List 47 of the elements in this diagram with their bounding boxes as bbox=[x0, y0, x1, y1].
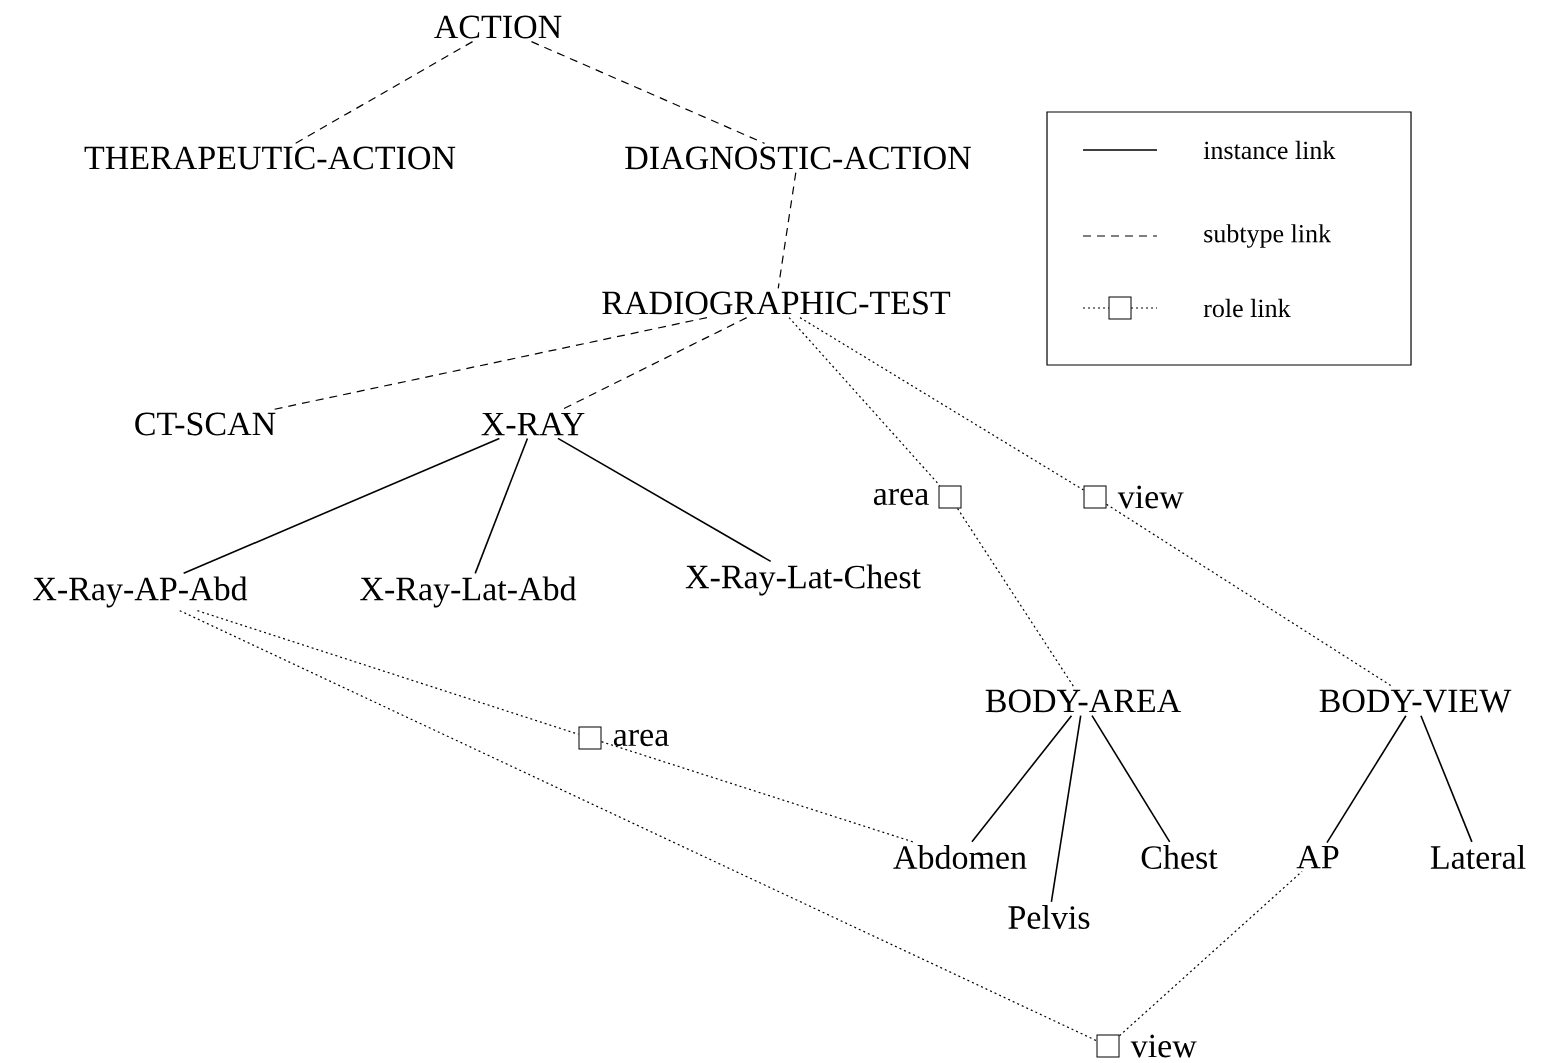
concept-label: Lateral bbox=[1430, 845, 1526, 869]
link-line bbox=[956, 507, 1075, 687]
link-line bbox=[1420, 714, 1473, 843]
role-box bbox=[1083, 485, 1107, 509]
link-line bbox=[530, 41, 766, 144]
concept-label: DIAGNOSTIC-ACTION bbox=[625, 146, 971, 170]
concept-label: Abdomen bbox=[893, 845, 1027, 869]
role-label: area bbox=[873, 488, 929, 506]
concept-label: X-Ray-Lat-Abd bbox=[360, 576, 577, 608]
concept-label: AP bbox=[1296, 845, 1339, 869]
concept-label: BODY-VIEW bbox=[1319, 689, 1512, 713]
legend-label: role link bbox=[1203, 298, 1291, 318]
link-line bbox=[971, 714, 1073, 843]
link-line bbox=[799, 317, 1085, 491]
concept-label: X-RAY bbox=[481, 412, 585, 436]
link-line bbox=[1105, 503, 1393, 687]
concept-label: X-Ray-Lat-Chest bbox=[685, 564, 921, 596]
role-label: view bbox=[1117, 485, 1184, 509]
role-box bbox=[938, 485, 962, 509]
concept-label: RADIOGRAPHIC-TEST bbox=[602, 291, 951, 315]
link-line bbox=[1118, 870, 1303, 1037]
link-line bbox=[179, 610, 1098, 1042]
link-line bbox=[273, 317, 708, 410]
link-line bbox=[182, 437, 501, 575]
concept-label: THERAPEUTIC-ACTION bbox=[84, 146, 456, 170]
concept-label: BODY-AREA bbox=[985, 689, 1181, 713]
link-line bbox=[777, 172, 797, 289]
concept-label: ACTION bbox=[434, 15, 562, 39]
concept-label: Chest bbox=[1141, 845, 1218, 869]
role-label: view bbox=[1130, 1034, 1197, 1058]
concept-label: Pelvis bbox=[1008, 905, 1090, 929]
link-line bbox=[474, 437, 529, 575]
legend-label: subtype link bbox=[1204, 224, 1332, 248]
concept-label: X-Ray-AP-Abd bbox=[33, 576, 248, 608]
link-line bbox=[557, 437, 772, 563]
role-box bbox=[578, 726, 602, 750]
link-line bbox=[788, 317, 941, 487]
link-line bbox=[1326, 714, 1407, 844]
legend-label: instance link bbox=[1203, 140, 1336, 160]
concept-label: CT-SCAN bbox=[135, 412, 276, 436]
link-line bbox=[600, 741, 914, 843]
link-line bbox=[1091, 714, 1171, 843]
role-box bbox=[1096, 1034, 1120, 1058]
link-line bbox=[1050, 714, 1082, 903]
link-line bbox=[196, 610, 580, 735]
role-label: area bbox=[613, 729, 669, 747]
link-line bbox=[294, 41, 474, 144]
